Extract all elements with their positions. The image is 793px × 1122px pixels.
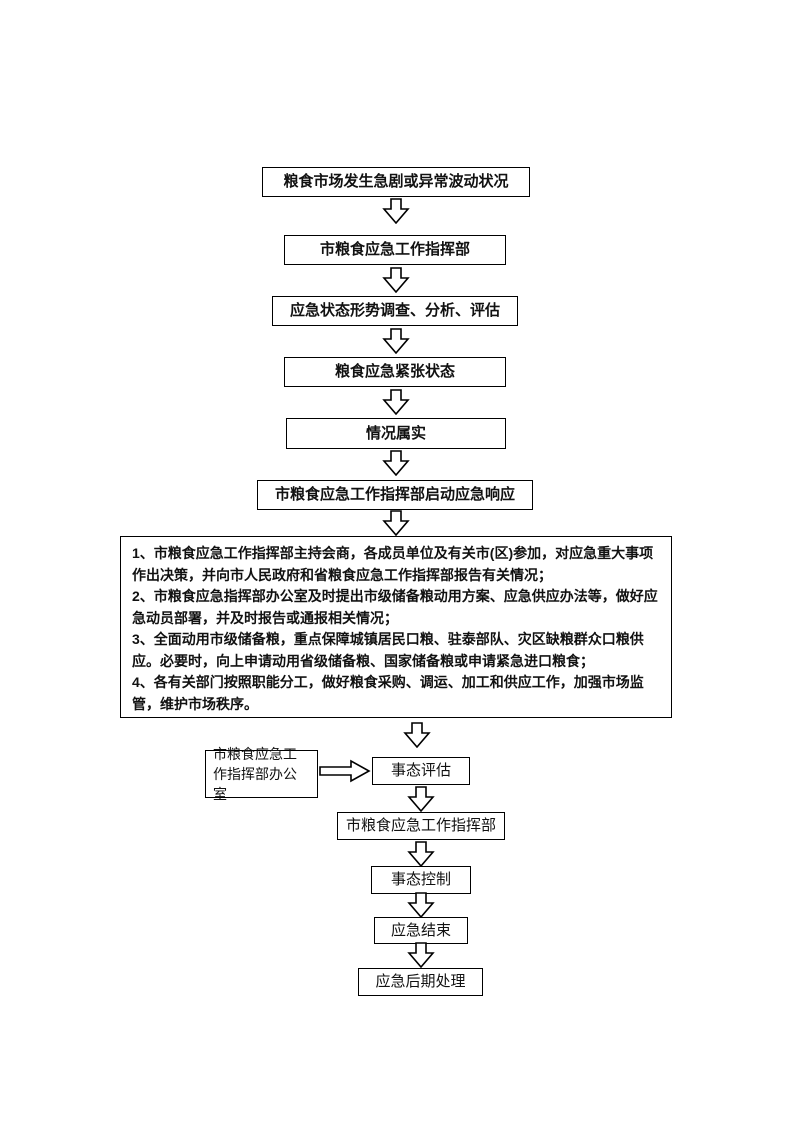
down-arrow-icon	[403, 722, 431, 748]
flow-node-investigation-analysis: 应急状态形势调查、分析、评估	[272, 296, 518, 326]
flow-node-market-fluctuation: 粮食市场发生急剧或异常波动状况	[262, 167, 530, 197]
measure-item-3: 3、全面动用市级储备粮，重点保障城镇居民口粮、驻泰部队、灾区缺粮群众口粮供应。必…	[132, 631, 644, 669]
down-arrow-icon	[382, 328, 410, 354]
flow-node-launch-response: 市粮食应急工作指挥部启动应急响应	[257, 480, 533, 510]
down-arrow-icon	[407, 841, 435, 867]
down-arrow-icon	[382, 389, 410, 415]
measure-item-4: 4、各有关部门按照职能分工，做好粮食采购、调运、加工和供应工作，加强市场监管，维…	[132, 674, 644, 712]
flow-node-situation-confirmed: 情况属实	[286, 418, 506, 449]
down-arrow-icon	[382, 267, 410, 293]
flow-node-situation-control: 事态控制	[371, 866, 471, 894]
measure-item-1: 1、市粮食应急工作指挥部主持会商，各成员单位及有关市(区)参加，对应急重大事项作…	[132, 545, 654, 583]
down-arrow-icon	[382, 198, 410, 224]
down-arrow-icon	[382, 510, 410, 536]
flow-node-command-center: 市粮食应急工作指挥部	[284, 235, 506, 265]
down-arrow-icon	[407, 786, 435, 812]
flow-node-post-processing: 应急后期处理	[358, 968, 483, 996]
down-arrow-icon	[407, 892, 435, 918]
flow-node-response-measures: 1、市粮食应急工作指挥部主持会商，各成员单位及有关市(区)参加，对应急重大事项作…	[120, 536, 672, 718]
flow-node-command-office: 市粮食应急工作指挥部办公室	[205, 746, 318, 802]
flow-node-situation-assessment: 事态评估	[372, 757, 470, 785]
flow-node-emergency-end: 应急结束	[374, 917, 468, 944]
down-arrow-icon	[382, 450, 410, 476]
right-arrow-icon	[319, 759, 371, 783]
down-arrow-icon	[407, 942, 435, 968]
flow-node-tense-state: 粮食应急紧张状态	[284, 357, 506, 387]
flow-node-command-center-lower: 市粮食应急工作指挥部	[337, 812, 505, 840]
measure-item-2: 2、市粮食应急指挥部办公室及时提出市级储备粮动用方案、应急供应办法等，做好应急动…	[132, 588, 658, 626]
